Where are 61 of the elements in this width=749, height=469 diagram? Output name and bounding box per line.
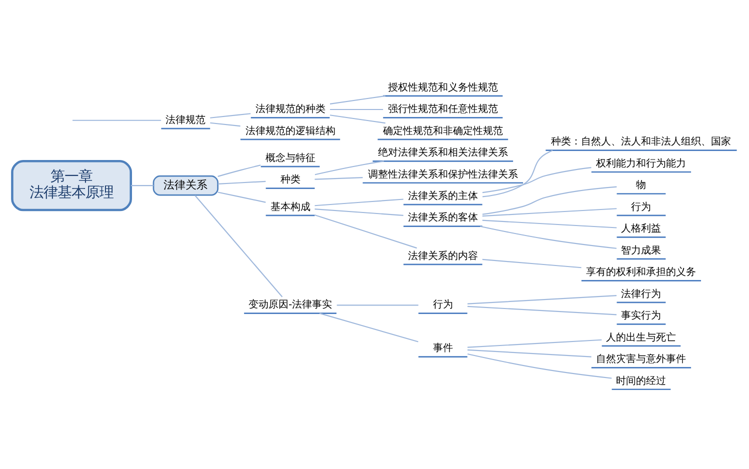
connector	[482, 150, 553, 198]
node-text: 权利能力和行为能力	[596, 158, 686, 170]
node-text: 物	[636, 180, 646, 192]
node-text: 时间的经过	[616, 376, 666, 387]
connector	[314, 177, 363, 180]
node-text: 授权性规范和义务性规范	[388, 82, 498, 94]
connector	[467, 349, 592, 358]
node-text: 变动原因-法律事实	[248, 300, 332, 311]
connector	[130, 185, 154, 186]
connector	[319, 312, 418, 342]
node-text: 人格利益	[621, 224, 662, 235]
node-text: 法律关系的客体	[408, 212, 478, 224]
connector	[467, 295, 617, 304]
connector	[330, 114, 386, 124]
connector	[482, 258, 582, 268]
connector	[482, 167, 592, 194]
node-text: 事件	[432, 343, 453, 354]
node-text: 种类	[280, 174, 300, 186]
connector	[467, 306, 617, 316]
node-text: 基本构成	[270, 202, 310, 213]
connector	[336, 304, 418, 306]
connector	[330, 95, 386, 104]
node-text: 法律规范	[166, 114, 206, 126]
connector	[218, 164, 261, 177]
node-text: 确定性规范和非确定性规范	[382, 126, 503, 137]
node-box: 法律关系	[152, 175, 218, 196]
node-text: 法律关系的内容	[408, 250, 478, 262]
node-text: 绝对法律关系和相关法律关系	[378, 148, 508, 159]
node-box: 第一章 法律基本原理	[11, 160, 132, 212]
connector	[218, 180, 266, 184]
node-text: 行为	[631, 202, 652, 213]
node-text: 种类：自然人、法人和非法人组织、国家	[551, 136, 732, 148]
connector	[218, 192, 266, 203]
node-text: 法律规范的逻辑结构	[245, 126, 336, 137]
node-text: 享有的权利和承担的义务	[586, 267, 696, 278]
node-text: 智力成果	[621, 245, 662, 256]
node-text: 自然灾害与意外事件	[596, 354, 686, 366]
node-text: 法律关系的主体	[408, 190, 478, 202]
connector	[482, 208, 617, 217]
node-text: 行为	[432, 300, 453, 311]
connector	[314, 208, 404, 216]
connector	[194, 195, 283, 298]
node-text: 概念与特征	[265, 152, 316, 164]
connector	[210, 122, 240, 127]
connector	[210, 113, 251, 118]
connector	[467, 354, 612, 379]
node-text: 法律规范的种类	[255, 104, 326, 116]
node-text: 强行性规范和任意性规范	[388, 104, 498, 116]
node-text: 事实行为	[621, 310, 662, 322]
node-text: 调整性法律关系和保护性法律关系	[368, 169, 518, 180]
connector	[314, 198, 404, 206]
connector	[314, 160, 384, 176]
connector	[482, 186, 617, 215]
connector	[314, 214, 417, 249]
connector	[330, 108, 384, 110]
connector	[72, 120, 162, 121]
connector	[480, 226, 617, 249]
connector	[467, 339, 602, 348]
node-text: 法律行为	[621, 288, 662, 300]
connector	[482, 220, 617, 228]
node-text: 人的出生与死亡	[606, 332, 676, 344]
